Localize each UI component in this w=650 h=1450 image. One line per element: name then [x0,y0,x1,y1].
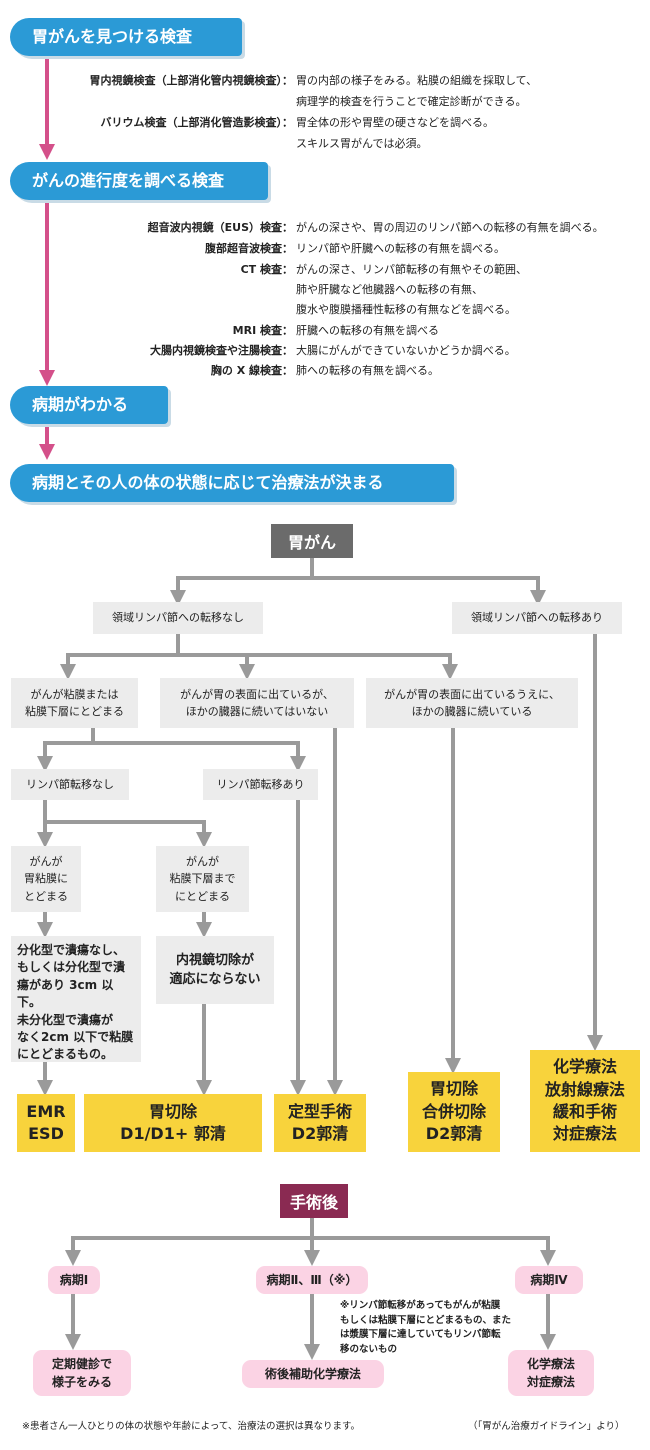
treatment-chemo-radiation: 化学療法 放射線療法 緩和手術 対症療法 [530,1050,640,1152]
post-adjuvant-chemo: 術後補助化学療法 [242,1360,384,1388]
post-stage-note: ※リンパ節転移があってもがんが粘膜 もしくは粘膜下層にとどまるもの、また は漿膜… [340,1300,512,1356]
node-ln-yes: リンパ節転移あり [203,769,318,800]
treatment-gastrectomy-d1: 胃切除 D1/D1+ 郭清 [84,1094,262,1152]
test-desc-ct-1: がんの深さ、リンパ節転移の有無やその範囲、 [296,263,527,276]
test-label-abdominal-us: 腹部超音波検査： [205,242,293,255]
test-desc-abdominal-us: リンパ節や肝臓への転移の有無を調べる。 [296,242,505,255]
test-label-mri: MRI 検査： [232,324,293,337]
footer-source: （「胃がん治療ガイドライン」より） [468,1421,625,1432]
stage-know-staging: 病期がわかる [10,386,168,424]
post-stage-2-3: 病期Ⅱ、Ⅲ（※） [256,1266,368,1294]
test-label-eus: 超音波内視鏡（EUS）検査： [147,221,293,234]
test-desc-gastroscopy-2: 病理学的検査を行うことで確定診断ができる。 [296,95,527,108]
test-desc-mri: 肝臓への転移の有無を調べる [296,324,439,337]
test-label-barium: バリウム検査（上部消化管造影検査）： [100,116,294,129]
test-label-gastroscopy: 胃内視鏡検査（上部消化管内視鏡検査）： [89,74,294,87]
stage-progress-exam: がんの進行度を調べる検査 [10,162,268,200]
test-desc-gastroscopy-1: 胃の内部の様子をみる。粘膜の組織を採取して、 [296,74,538,87]
node-in-submucosa: がんが 粘膜下層まで にとどまる [156,846,249,912]
node-no-lymph-meta: 領域リンパ節への転移なし [93,602,263,634]
post-chemo-symptomatic: 化学療法 対症療法 [508,1350,594,1396]
node-surface: がんが胃の表面に出ているが、 ほかの臓器に続いてはいない [160,678,354,728]
stage-find-exam: 胃がんを見つける検査 [10,18,242,56]
node-not-endoscopic: 内視鏡切除が 適応にならない [156,936,274,1004]
test-label-colonoscopy: 大腸内視鏡検査や注腸検査： [150,344,293,357]
test-label-chest-xray: 胸の X 線検査： [210,364,293,377]
footer-note: ※患者さん一人ひとりの体の状態や年齢によって、治療法の選択は異なります。 [22,1421,360,1432]
tree-root-gastric-cancer: 胃がん [271,524,353,558]
test-desc-colonoscopy: 大腸にがんができていないかどうか調べる。 [296,344,516,357]
test-desc-chest-xray: 肺への転移の有無を調べる。 [296,364,439,377]
node-in-mucosa: がんが 胃粘膜に とどまる [11,846,81,912]
node-mucosa: がんが粘膜または 粘膜下層にとどまる [11,678,138,728]
test-desc-eus: がんの深さや、胃の周辺のリンパ節への転移の有無を調べる。 [296,221,604,234]
treatment-emr-esd: EMR ESD [17,1094,75,1152]
test-desc-barium-1: 胃全体の形や胃壁の硬さなどを調べる。 [296,116,494,129]
node-lymph-meta: 領域リンパ節への転移あり [452,602,622,634]
test-desc-ct-2: 肺や肝臓など他臓器への転移の有無、 [296,283,483,296]
node-ln-none: リンパ節転移なし [11,769,129,800]
treatment-standard-surgery: 定型手術 D2郭清 [274,1094,366,1152]
post-stage-1: 病期Ⅰ [48,1266,100,1294]
test-desc-ct-3: 腹水や腹膜播種性転移の有無などを調べる。 [296,303,516,316]
stage-treatment-decided: 病期とその人の体の状態に応じて治療法が決まる [10,464,454,502]
node-other-organ: がんが胃の表面に出ているうえに、 ほかの臓器に続いている [366,678,578,728]
post-regular-checkup: 定期健診で 様子をみる [33,1350,131,1396]
test-label-ct: CT 検査： [240,263,293,276]
treatment-combined-resection: 胃切除 合併切除 D2郭清 [408,1072,500,1152]
node-endoscopic-criteria: 分化型で潰瘍なし、 もしくは分化型で潰 瘍があり 3cm 以下。 未分化型で潰瘍… [11,936,141,1062]
post-surgery-head: 手術後 [280,1184,348,1218]
post-stage-4: 病期Ⅳ [515,1266,583,1294]
test-desc-barium-2: スキルス胃がんでは必須。 [296,137,428,150]
